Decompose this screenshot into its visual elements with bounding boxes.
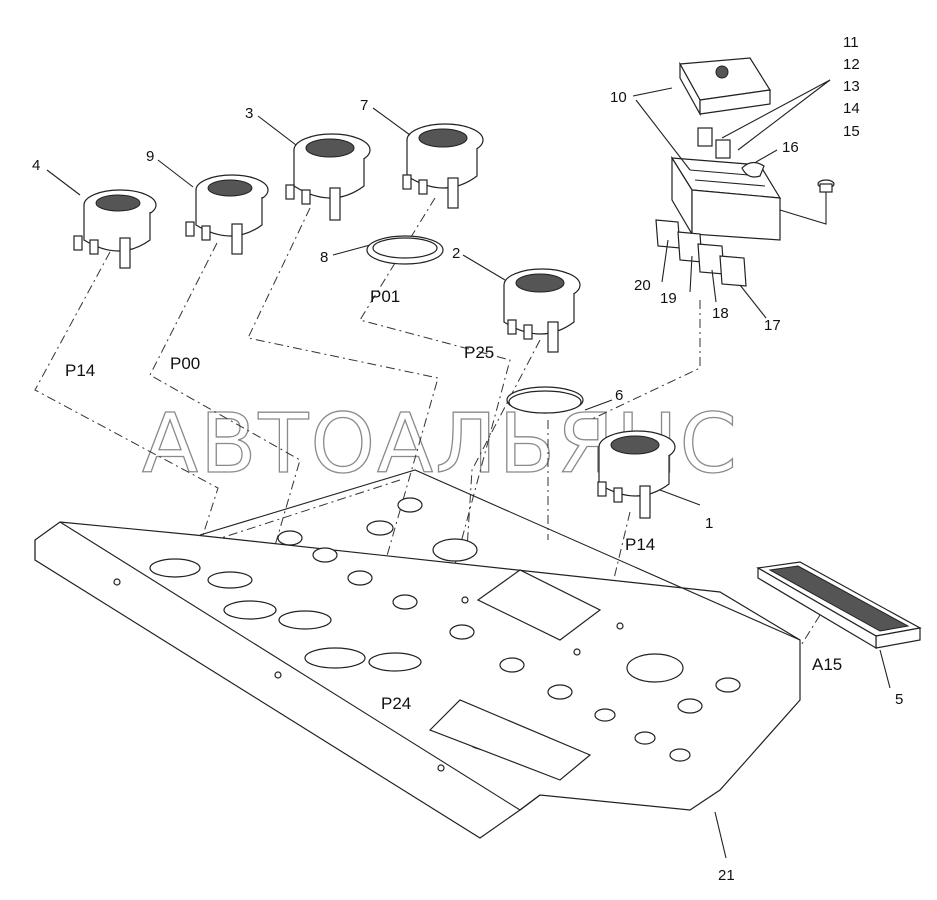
part-number-labels: 4 9 3 7 8 2 10 11 12 13 14 15 16 20 19 1… xyxy=(32,34,903,884)
part-number-4: 4 xyxy=(32,157,40,174)
part-number-8: 8 xyxy=(320,249,328,266)
part-number-19: 19 xyxy=(660,290,677,307)
gauge-2 xyxy=(503,268,581,353)
designator-p14-right: P14 xyxy=(625,535,655,554)
fuses xyxy=(697,127,765,178)
gauge-4 xyxy=(73,189,157,269)
part-number-7: 7 xyxy=(360,97,368,114)
panel-cutouts xyxy=(428,569,602,781)
designator-a15: A15 xyxy=(812,655,842,674)
part-number-21: 21 xyxy=(718,867,735,884)
part-number-2: 2 xyxy=(452,245,460,262)
leader-lines xyxy=(46,79,891,859)
part-number-13: 13 xyxy=(843,78,860,95)
gauge-9 xyxy=(185,174,269,255)
fuse-box xyxy=(670,155,782,241)
gauge-7 xyxy=(402,123,484,209)
seal-ring-8 xyxy=(366,235,444,265)
part-number-6: 6 xyxy=(615,387,623,404)
part-number-5: 5 xyxy=(895,691,903,708)
part-number-17: 17 xyxy=(764,317,781,334)
gauge-1 xyxy=(597,430,676,519)
part-number-11: 11 xyxy=(843,34,859,51)
part-number-20: 20 xyxy=(634,277,651,294)
part-number-15: 15 xyxy=(843,123,860,140)
designator-p25: P25 xyxy=(464,343,494,362)
part-number-1: 1 xyxy=(705,515,713,532)
part-number-3: 3 xyxy=(245,105,253,122)
relays xyxy=(655,219,747,287)
screw xyxy=(817,179,835,212)
designator-p01: P01 xyxy=(370,287,400,306)
part-number-14: 14 xyxy=(843,100,860,117)
designator-labels: P14 P00 P01 P25 P14 P24 A15 xyxy=(65,287,842,713)
fuse-box-cover xyxy=(679,57,771,117)
dashboard-panel xyxy=(34,469,801,839)
part-number-18: 18 xyxy=(712,305,729,322)
plug-6 xyxy=(506,386,584,414)
designator-p00: P00 xyxy=(170,354,200,373)
designator-p14-left: P14 xyxy=(65,361,95,380)
part-number-16: 16 xyxy=(782,139,799,156)
gauge-3 xyxy=(285,133,371,221)
part-number-10: 10 xyxy=(610,89,627,106)
display-block-5 xyxy=(756,561,922,650)
panel-holes xyxy=(113,497,741,772)
part-number-12: 12 xyxy=(843,56,860,73)
part-number-9: 9 xyxy=(146,148,154,165)
designator-p24: P24 xyxy=(381,694,411,713)
